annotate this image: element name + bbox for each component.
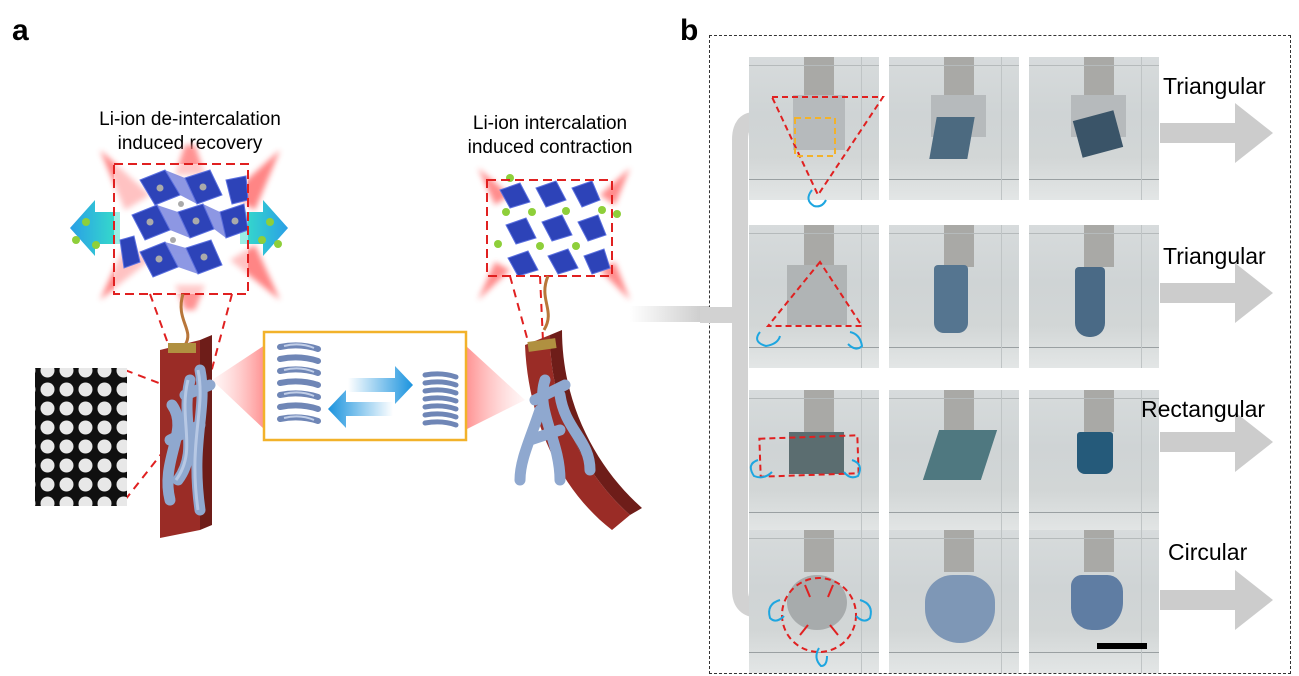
curl-arrow-icon [756, 331, 781, 348]
photo-row3-frame3 [1029, 390, 1159, 533]
row3-label: Rectangular [1141, 396, 1266, 422]
spring-icon [277, 342, 321, 424]
curl-arrow-icon [749, 459, 773, 479]
square-outline [794, 117, 836, 157]
row1-label: Triangular [1163, 73, 1266, 99]
curl-arrow-icon [807, 189, 827, 208]
photo-row4-frame2 [889, 530, 1019, 673]
stem-image [35, 368, 127, 506]
connector-bar [630, 306, 710, 322]
right-beam [465, 345, 525, 430]
curved-actuator-strip [514, 330, 642, 530]
contracted-crystal-lattice-icon [486, 174, 621, 277]
triangle-outline [765, 260, 864, 327]
expand-left-arrow-icon [70, 200, 120, 256]
panel-b-overlay [749, 96, 1273, 668]
contraction-caption-line2: induced contraction [467, 137, 633, 158]
curl-arrow-icon [768, 599, 785, 622]
curl-arrow-icon [847, 331, 864, 350]
row2-arrow-icon [1160, 263, 1273, 323]
panel-b-frame [709, 35, 1291, 674]
curl-arrow-icon [843, 459, 861, 479]
row2-label: Triangular [1163, 243, 1266, 269]
contraction-caption: Li-ion intercalation induced contraction [430, 112, 670, 160]
photo-row4-frame3 [1029, 530, 1159, 673]
left-beam [212, 345, 265, 430]
inverted-triangle-outline [770, 96, 885, 198]
expand-right-arrow-icon [240, 200, 288, 256]
photo-row1-frame3 [1029, 57, 1159, 200]
row4-label: Circular [1168, 539, 1248, 565]
photo-row1-frame2 [889, 57, 1019, 200]
photo-row4-frame1 [749, 530, 879, 673]
photo-row3-frame2 [889, 390, 1019, 533]
curl-arrow-icon [855, 599, 872, 622]
fiber-bundle-icon [162, 364, 216, 516]
panel-label-a: a [12, 14, 29, 47]
compressed-spring-icon [422, 371, 459, 428]
curl-arrow-icon [815, 647, 828, 668]
photo-row2-frame3 [1029, 225, 1159, 368]
recovery-caption: Li-ion de-intercalation induced recovery [60, 108, 320, 156]
recovery-caption-line1: Li-ion de-intercalation [99, 109, 281, 130]
contraction-glow [478, 168, 630, 300]
contraction-caption-line1: Li-ion intercalation [472, 113, 628, 134]
rectangle-outline [758, 434, 860, 478]
row3-arrow-icon [1160, 412, 1273, 472]
row4-arrow-icon [1160, 570, 1273, 630]
recovery-caption-line2: induced recovery [117, 133, 263, 154]
circle-outline [781, 577, 857, 653]
crystal-lattice-icon [113, 163, 249, 295]
photo-row1-frame1 [749, 57, 879, 200]
scale-bar-icon [1097, 643, 1147, 649]
double-arrow-icon [328, 366, 413, 428]
panel-a-graphic [35, 145, 642, 538]
photo-row2-frame2 [889, 225, 1019, 368]
bent-fiber-bundle-icon [514, 374, 596, 486]
panel-label-b: b [680, 14, 699, 47]
straight-actuator-strip [160, 335, 216, 538]
row1-arrow-icon [1160, 103, 1273, 163]
